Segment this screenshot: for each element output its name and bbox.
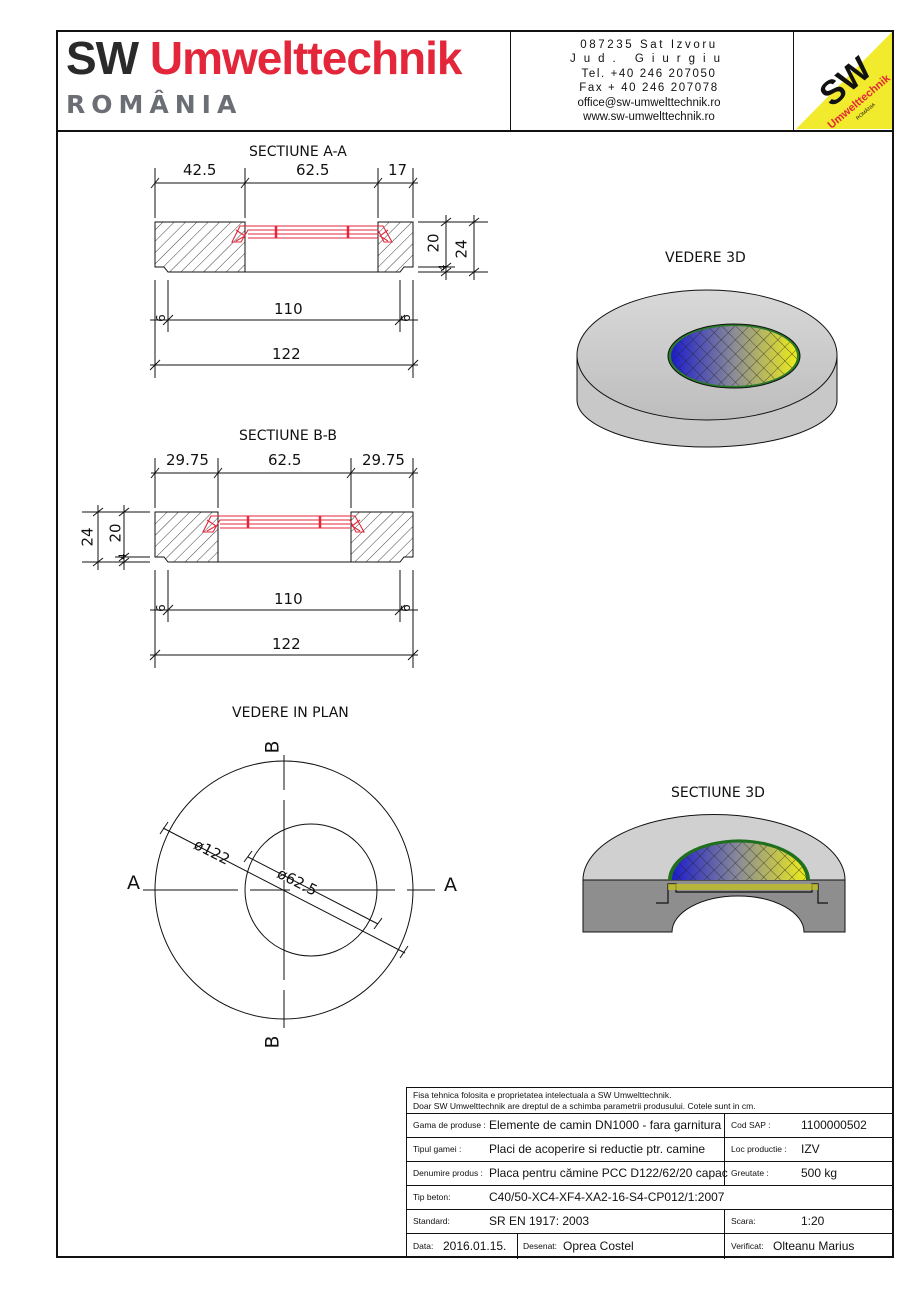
section-aa-title: SECTIUNE A-A — [249, 144, 347, 160]
tb-gama-value: Elemente de camin DN1000 - fara garnitur… — [489, 1118, 722, 1132]
brand-name: Umwelttechnik — [149, 32, 463, 84]
dim-aa-24: 24 — [452, 239, 471, 259]
tb-row-divider — [407, 1161, 894, 1162]
dim-bb-4: 4 — [117, 553, 129, 560]
dim-aa-mid: 62.5 — [296, 161, 330, 179]
tb-beton-value: C40/50-XC4-XF4-XA2-16-S4-CP012/1:2007 — [489, 1190, 725, 1204]
dim-bb-left: 29.75 — [166, 451, 209, 469]
tb-loc-value: IZV — [801, 1142, 820, 1156]
tb-row-divider — [407, 1233, 894, 1234]
contact-fax: Fax + 40 246 207078 — [579, 82, 719, 95]
tb-scara-label: Scara: — [731, 1216, 756, 1226]
header-separator-2 — [793, 30, 794, 131]
dim-bb-110: 110 — [274, 590, 303, 608]
view-3d-render — [576, 289, 838, 448]
contact-county: Jud. Giurgiu — [569, 53, 728, 66]
view-3d-title: VEDERE 3D — [665, 250, 746, 266]
tb-data-value: 2016.01.15. — [443, 1239, 507, 1253]
dim-aa-right: 17 — [388, 161, 408, 179]
brand-country: ROMÂNIA — [66, 90, 243, 119]
tb-gama-label: Gama de produse : — [413, 1120, 486, 1130]
tb-denumire-value: Placa pentru cămine PCC D122/62/20 capac — [489, 1166, 728, 1180]
dim-bb-122: 122 — [272, 635, 301, 653]
plan-view — [143, 755, 435, 1028]
dim-aa-110: 110 — [274, 300, 303, 318]
section-bb — [82, 458, 419, 668]
tb-note-line1: Fisa tehnica folosita e proprietatea int… — [413, 1090, 672, 1100]
plan-axis-a-left: A — [127, 872, 140, 894]
tb-tipgamei-value: Placi de acoperire si reductie ptr. cami… — [489, 1142, 706, 1156]
tb-cod-value: 1100000502 — [801, 1118, 867, 1132]
tb-row-divider — [407, 1209, 894, 1210]
tb-greutate-label: Greutate : — [731, 1168, 769, 1178]
tb-col-divider — [517, 1233, 518, 1259]
contact-website: www.sw-umwelttechnik.ro — [583, 111, 715, 124]
dim-aa-4: 4 — [437, 264, 449, 271]
dim-aa-122: 122 — [272, 345, 301, 363]
dim-aa-20: 20 — [424, 233, 443, 253]
section-bb-title: SECTIUNE B-B — [239, 428, 337, 444]
plan-axis-b-bottom: B — [261, 1035, 284, 1049]
dim-bb-right: 29.75 — [362, 451, 405, 469]
dim-bb-6-left: 6 — [153, 604, 168, 612]
company-logo: SW Umwelttechnik ROMÂNIA — [796, 32, 892, 129]
dim-bb-mid: 62.5 — [268, 451, 302, 469]
tb-row-divider — [407, 1185, 894, 1186]
contact-phone: Tel. +40 246 207050 — [581, 67, 717, 80]
tb-denumire-label: Denumire produs : — [413, 1168, 483, 1178]
dim-bb-6-right: 6 — [398, 604, 413, 612]
tb-cod-label: Cod SAP : — [731, 1120, 771, 1130]
tb-data-label: Data: — [413, 1241, 434, 1251]
header-separator-1 — [510, 30, 511, 131]
brand-sw: SW — [66, 32, 139, 84]
tb-desenat-label: Desenat: — [523, 1241, 558, 1251]
tb-note-line2: Doar SW Umwelttechnik are dreptul de a s… — [413, 1101, 756, 1111]
tb-loc-label: Loc productie : — [731, 1144, 787, 1154]
section-3d-render — [582, 814, 846, 933]
contact-block: 087235 Sat Izvoru Jud. Giurgiu Tel. +40 … — [516, 38, 782, 124]
tb-beton-label: Tip beton: — [413, 1192, 451, 1202]
tb-greutate-value: 500 kg — [801, 1166, 838, 1180]
contact-email: office@sw-umwelttechnik.ro — [577, 96, 721, 109]
dim-aa-6-right: 6 — [398, 314, 413, 322]
section-aa — [149, 168, 488, 378]
tb-verificat-value: Olteanu Marius — [773, 1239, 855, 1253]
header-divider — [56, 130, 894, 132]
tb-verificat-label: Verificat: — [731, 1241, 764, 1251]
tb-row-divider — [407, 1137, 894, 1138]
dim-bb-20: 20 — [106, 523, 125, 543]
plan-view-title: VEDERE IN PLAN — [232, 705, 349, 721]
brand-title: SW Umwelttechnik — [66, 30, 463, 86]
title-block: Fisa tehnica folosita e proprietatea int… — [406, 1087, 894, 1259]
plan-axis-a-right: A — [444, 874, 457, 896]
tb-tipgamei-label: Tipul gamei : — [413, 1144, 462, 1154]
page-frame — [56, 30, 894, 1258]
dim-bb-24: 24 — [78, 527, 97, 547]
tb-col-divider — [724, 1113, 725, 1185]
plan-axis-b-top: B — [261, 740, 284, 754]
tb-row-divider — [407, 1113, 894, 1114]
tb-col-divider — [724, 1209, 725, 1259]
dim-aa-left: 42.5 — [183, 161, 217, 179]
dim-aa-6-left: 6 — [153, 314, 168, 322]
section-3d-title: SECTIUNE 3D — [671, 785, 765, 801]
contact-address: 087235 Sat Izvoru — [580, 39, 718, 51]
tb-standard-label: Standard: — [413, 1216, 450, 1226]
tb-standard-value: SR EN 1917: 2003 — [489, 1214, 590, 1228]
tb-desenat-value: Oprea Costel — [563, 1239, 634, 1253]
tb-scara-value: 1:20 — [801, 1214, 825, 1228]
